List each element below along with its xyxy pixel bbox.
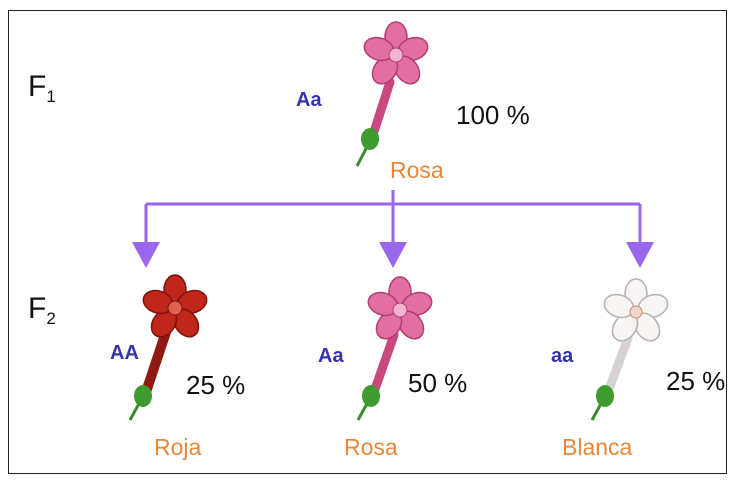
arrow-head-center [379, 242, 407, 268]
arrow-connector [144, 190, 642, 245]
parent-genotype: Aa [296, 89, 322, 111]
offspring-genotype-aa-dominant: AA [110, 342, 139, 364]
offspring-phenotype-blanca: Blanca [562, 434, 633, 460]
offspring-genotype-aa-hetero: Aa [318, 345, 344, 367]
flower-parent-rosa [355, 21, 432, 167]
offspring-percent-rosa: 50 % [408, 368, 468, 398]
flower-offspring-rosa [356, 276, 436, 421]
offspring-genotype-aa-recessive: aa [551, 345, 574, 367]
arrow-head-right [626, 242, 654, 268]
parent-percent: 100 % [456, 100, 530, 130]
generation-label-f2: F2 [28, 292, 56, 328]
arrow-head-left [132, 242, 160, 268]
offspring-phenotype-rosa: Rosa [344, 434, 398, 460]
offspring-percent-blanca: 25 % [666, 366, 726, 396]
flower-offspring-roja [128, 274, 211, 421]
generation-label-f1: F1 [28, 70, 56, 106]
diagram-frame [8, 10, 727, 474]
parent-phenotype: Rosa [390, 157, 444, 183]
offspring-phenotype-roja: Roja [154, 434, 202, 460]
offspring-percent-roja: 25 % [186, 370, 246, 400]
flower-offspring-blanca [590, 278, 672, 421]
